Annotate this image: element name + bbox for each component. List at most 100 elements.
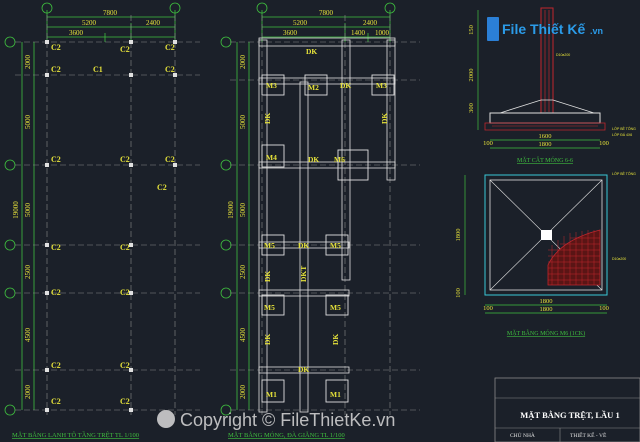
detail-dim: 1800 [540,306,553,313]
plan1-side-dim: 19000 [12,201,20,219]
detail-dim: 100 [599,305,609,312]
plan2-label-dk: DK [298,241,309,250]
plan1-side-dim: 2500 [24,265,32,280]
plan2-side-dim: 5000 [239,203,247,218]
plan1-dim-b: 2400 [146,19,161,27]
section-dim: 1800 [539,141,552,148]
plan2-label-m5: M5 [264,241,275,250]
plan2-label-dk: DK [380,113,389,124]
detail-vdim: 100 [455,288,462,298]
plan2-side-dim: 2000 [239,385,247,400]
plan-foundation: 7800 5200 2400 3600 1400 1000 2000 5000 … [220,2,420,439]
plan1-label-c1: C1 [93,65,103,74]
detail-note: LỚP BÊ TÔNG [612,171,636,176]
plan2-label-m5: M5 [330,303,341,312]
plan1-side-dim: 5000 [24,115,32,130]
plan2-label-dk: DK [308,155,319,164]
plan1-dim-total: 7800 [103,9,118,17]
plan2-label-m5: M5 [264,303,275,312]
plan1-label-c2: C2 [51,361,61,370]
plan1-side-dim: 2000 [24,55,32,70]
logo-brand: File Thiết Kế [502,21,585,37]
plan1-label-c2: C2 [51,155,61,164]
plan2-label-dk: DK [331,334,340,345]
plan1-label-c2: C2 [120,397,130,406]
section-vdim: 300 [468,103,475,113]
plan2-label-m3: M3 [376,81,387,90]
section-title: MẶT CẮT MÓNG 6-6 [517,156,573,164]
plan1-dim-c: 3600 [69,29,84,37]
plan2-side-dim: 2000 [239,55,247,70]
copyright-text: Copyright © FileThietKe.vn [180,410,395,430]
footing-detail: 1800 100 1800 1800 100 100 LỚP BÊ TÔNG D… [455,171,636,337]
plan1-label-c2: C2 [120,155,130,164]
plan2-dim-total: 7800 [319,9,334,17]
plan2-label-m1: M1 [330,390,341,399]
section-footing: 2000 150 300 1600 100 1800 100 LỚP BÊ TÔ… [468,7,636,164]
plan1-label-c2: C2 [120,243,130,252]
plan2-label-m5: M5 [330,241,341,250]
section-vdim: 150 [468,25,475,35]
plan2-label-dk: DK [263,113,272,124]
plan2-side-dim: 4500 [239,328,247,343]
section-note: LỚP ĐÁ 4X6 [612,132,632,137]
plan2-dim-b: 2400 [363,19,378,27]
plan1-side-dim: 4500 [24,328,32,343]
detail-dim: 100 [483,305,493,312]
title-block-title: MẶT BẰNG TRỆT, LẦU 1 [520,410,619,420]
plan1-label-c2: C2 [120,45,130,54]
plan1-title: MẶT BẰNG LANH TÔ TẦNG TRỆT TL 1/100 [12,431,139,439]
plan2-side-dim: 5000 [239,115,247,130]
plan2-dim-d: 1400 [351,29,366,37]
detail-note: D10a200 [612,257,626,261]
plan1-side-dim: 2000 [24,385,32,400]
section-dim: 100 [483,140,493,147]
plan2-label-dk: DK [306,47,317,56]
plan2-label-m3: M3 [266,81,277,90]
plan1-side-dim: 5000 [24,203,32,218]
logo-icon [487,17,499,41]
plan1-label-c2: C2 [51,43,61,52]
section-vdim: 2000 [468,69,475,82]
section-note: D10a200 [556,53,570,57]
plan2-dim-c: 3600 [283,29,298,37]
section-dim: 1600 [539,133,552,140]
plan2-dim-e: 1000 [375,29,390,37]
plan1-label-c2: C2 [51,288,61,297]
plan1-label-c2: C2 [165,155,175,164]
plan2-label-m6: M6 [334,155,345,164]
plan2-label-dk: DK [340,81,351,90]
plan1-label-c2: C2 [120,288,130,297]
copyright-watermark: Copyright © FileThietKe.vn [157,410,395,430]
plan2-dim-a: 5200 [293,19,308,27]
plan2-label-dk: DK [263,271,272,282]
plan-lintel: 7800 5200 2400 3600 2000 5000 19000 5000… [4,2,200,439]
detail-vdim: 1800 [455,229,462,242]
section-dim: 100 [599,140,609,147]
plan2-label-dk: DK [263,334,272,345]
title-block-designer: THIẾT KẾ - VẼ [570,431,607,439]
plan2-label-dkt: DKT [299,266,308,282]
plan2-side-dim: 19000 [227,201,235,219]
plan2-label-m4: M4 [266,153,277,162]
section-note: LỚP BÊ TÔNG [612,126,636,131]
plan2-title: MẶT BẰNG MÓNG, ĐÀ GIẰNG TL 1/100 [228,431,345,439]
detail-title: MẶT BẰNG MÓNG M6 (1CK) [507,329,585,337]
plan2-label-m2: M2 [308,83,319,92]
plan1-label-c2: C2 [51,397,61,406]
detail-dim: 1800 [540,298,553,305]
watermark-logo: File Thiết Kế .vn [487,17,603,41]
title-block: MẶT BẰNG TRỆT, LẦU 1 CHỦ NHÀ THIẾT KẾ - … [494,377,640,442]
plan2-label-dk: DK [298,365,309,374]
plan2-side-dim: 2500 [239,265,247,280]
plan1-label-c2: C2 [157,183,167,192]
plan2-label-m1: M1 [266,390,277,399]
plan1-label-c2: C2 [165,43,175,52]
plan1-label-c2: C2 [165,65,175,74]
plan1-label-c2: C2 [120,361,130,370]
plan1-dim-a: 5200 [82,19,97,27]
title-block-owner: CHỦ NHÀ [510,431,535,439]
logo-suffix: .vn [590,26,603,36]
plan1-label-c2: C2 [51,65,61,74]
